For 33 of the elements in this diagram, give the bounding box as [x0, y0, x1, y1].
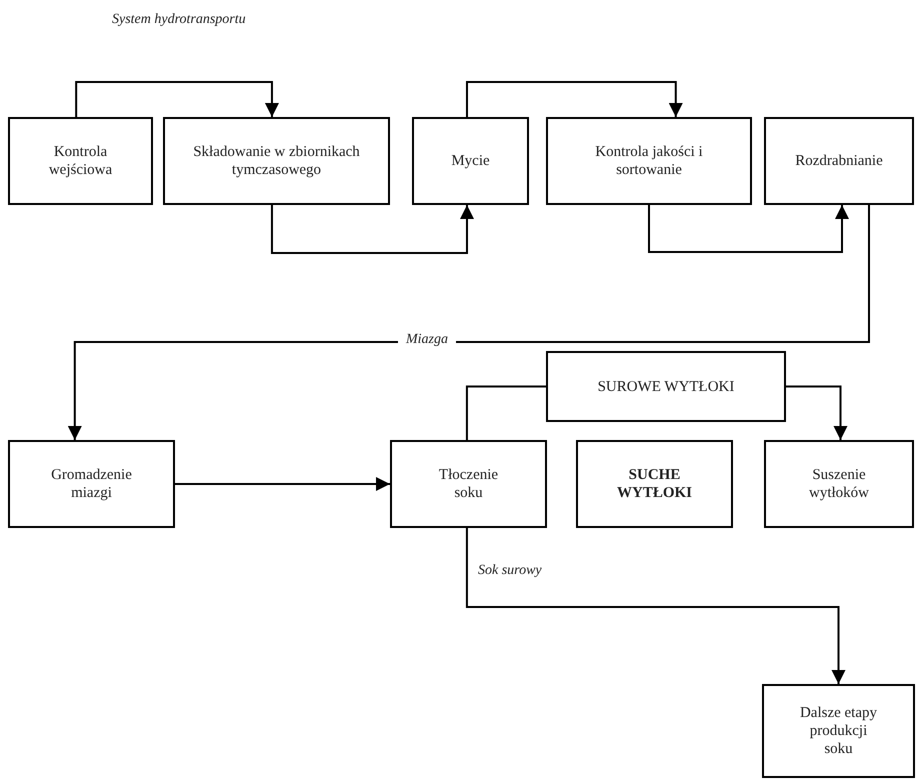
box-label: SUROWE WYTŁOKI — [596, 378, 736, 396]
process-box — [163, 117, 390, 205]
box-label: Składowanie w zbiornikach tymczasowego — [192, 143, 361, 179]
connector-arrow — [68, 205, 870, 440]
edge-label: Miazga — [398, 332, 456, 348]
process-box — [764, 440, 914, 528]
box-label: Kontrola wejściowa — [48, 143, 114, 179]
connector-arrow — [466, 528, 846, 684]
process-box — [576, 440, 733, 528]
box-label: Gromadzenie miazgi — [50, 466, 133, 502]
box-label: Mycie — [450, 152, 491, 170]
box-label: Rozdrabnianie — [794, 152, 884, 170]
box-label: Kontrola jakości i sortowanie — [594, 143, 704, 179]
process-box — [390, 440, 547, 528]
section-label: System hydrotransportu — [112, 12, 246, 28]
connector-arrow — [648, 205, 849, 253]
process-box — [8, 440, 175, 528]
connector-arrow — [75, 81, 279, 117]
process-box — [762, 684, 915, 778]
box-label: SUCHE WYTŁOKI — [616, 466, 693, 502]
connector-line — [466, 386, 546, 440]
process-box — [412, 117, 529, 205]
connector-arrow — [270, 205, 474, 254]
connector-arrow — [175, 477, 390, 491]
box-label: Suszenie wytłoków — [808, 466, 870, 502]
process-box — [546, 117, 752, 205]
box-label: Dalsze etapy produkcji soku — [798, 704, 878, 758]
box-label: Tłoczenie soku — [438, 466, 500, 502]
process-box — [764, 117, 914, 205]
connector-arrow — [466, 81, 683, 117]
process-box — [546, 351, 786, 422]
process-box — [8, 117, 153, 205]
connector-arrow — [786, 386, 848, 440]
